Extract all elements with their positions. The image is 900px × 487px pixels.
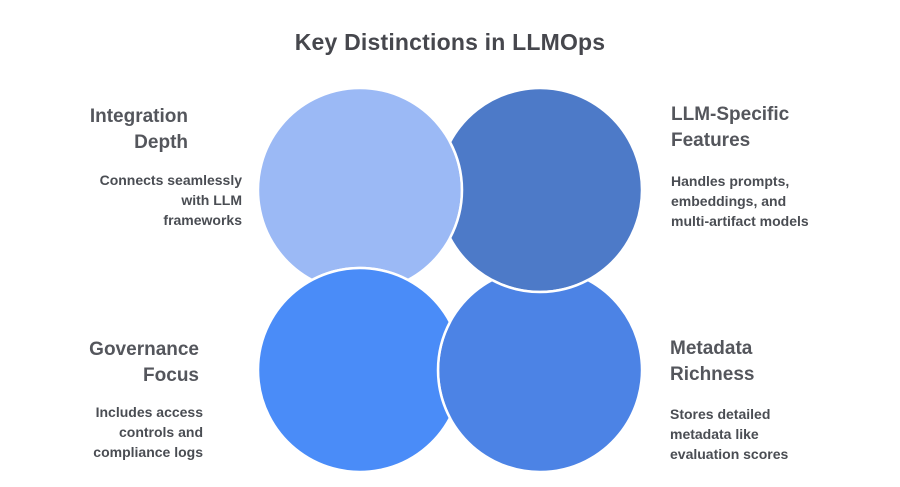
petal-governance-focus xyxy=(256,266,452,474)
heading-line: Richness xyxy=(670,364,755,385)
body-line: Handles prompts, xyxy=(671,173,790,189)
body-line: Connects seamlessly xyxy=(99,172,242,188)
petal-llm-specific-features xyxy=(448,86,644,294)
heading-line: Features xyxy=(671,130,751,151)
heading-integration-depth: Integration Depth xyxy=(90,104,188,156)
heading-line: LLM-Specific xyxy=(671,104,790,125)
body-line: embeddings, and xyxy=(671,193,787,209)
heading-line: Depth xyxy=(134,132,188,153)
heading-line: Metadata xyxy=(670,338,753,359)
body-line: evaluation scores xyxy=(670,446,789,462)
heading-llm-specific-features: LLM-Specific Features xyxy=(671,102,789,154)
page-title: Key Distinctions in LLMOps xyxy=(294,29,606,55)
description-llm-specific-features: Handles prompts, embeddings, and multi-a… xyxy=(671,171,809,231)
description-metadata-richness: Stores detailed metadata like evaluation… xyxy=(670,404,788,464)
heading-metadata-richness: Metadata Richness xyxy=(670,336,754,388)
body-line: compliance logs xyxy=(93,444,203,460)
body-line: frameworks xyxy=(163,212,242,228)
heading-governance-focus: Governance Focus xyxy=(89,337,199,389)
description-governance-focus: Includes access controls and compliance … xyxy=(93,402,203,462)
heading-line: Integration xyxy=(89,106,188,127)
heading-line: Governance xyxy=(89,339,199,360)
petal-integration-depth xyxy=(256,86,464,282)
body-line: multi-artifact models xyxy=(671,213,809,229)
body-line: Includes access xyxy=(95,404,203,420)
body-line: controls and xyxy=(118,424,203,440)
body-line: with LLM xyxy=(181,192,242,208)
body-line: Stores detailed xyxy=(670,406,771,422)
heading-line: Focus xyxy=(143,365,199,386)
petal-metadata-richness xyxy=(436,278,644,474)
body-line: metadata like xyxy=(670,426,759,442)
description-integration-depth: Connects seamlessly with LLM frameworks xyxy=(100,170,242,230)
